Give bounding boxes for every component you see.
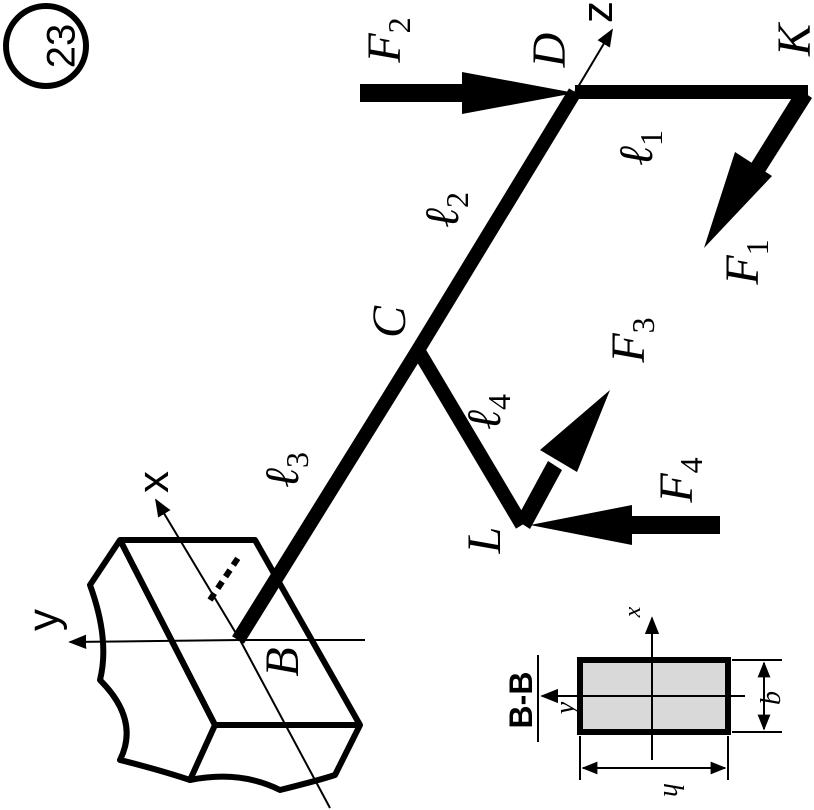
svg-text:ℓ4: ℓ4 (458, 394, 517, 430)
point-C-label: C (363, 305, 416, 338)
svg-text:ℓ2: ℓ2 (416, 192, 475, 228)
force-F1-arrow (704, 88, 812, 248)
force-F4-label: F4 (650, 457, 709, 503)
svg-text:F2: F2 (358, 17, 417, 63)
point-L-label: L (458, 527, 511, 555)
point-K-label: K (768, 21, 814, 57)
length-l3-label: ℓ3 (256, 452, 315, 488)
force-F1-label: F1 (716, 239, 775, 285)
axis-x-label: x (129, 471, 178, 493)
force-F3-label: F3 (602, 317, 661, 363)
svg-text:F3: F3 (602, 317, 661, 363)
length-l1-label: ℓ1 (610, 130, 669, 166)
svg-text:ℓ1: ℓ1 (610, 130, 669, 166)
axis-lines-B (68, 28, 613, 809)
force-F4-arrow (530, 505, 720, 545)
problem-number: 23 (40, 24, 84, 69)
cross-section: B-B y x b h (503, 606, 787, 797)
section-x-label: x (620, 606, 646, 618)
svg-text:F4: F4 (650, 457, 709, 503)
axis-y-label: y (19, 609, 68, 631)
section-b-label: b (756, 691, 787, 705)
section-h-label: h (657, 783, 688, 797)
point-B-label: B (256, 647, 309, 676)
svg-text:F1: F1 (716, 239, 775, 285)
point-D-label: D (523, 33, 576, 69)
length-l4-label: ℓ4 (458, 394, 517, 430)
section-y-label: y (550, 701, 581, 717)
support-block (87, 537, 363, 793)
member-CL (411, 346, 529, 529)
axis-z-label: z (573, 1, 622, 23)
problem-number-badge: 23 (3, 3, 89, 89)
svg-text:ℓ3: ℓ3 (256, 452, 315, 488)
member-BCD (232, 88, 581, 644)
section-title: B-B (503, 672, 539, 729)
force-F2-label: F2 (358, 17, 417, 63)
force-F3-arrow (516, 390, 610, 529)
force-F2-arrow (360, 72, 575, 114)
length-l2-label: ℓ2 (416, 192, 475, 228)
frame-members (232, 85, 808, 644)
